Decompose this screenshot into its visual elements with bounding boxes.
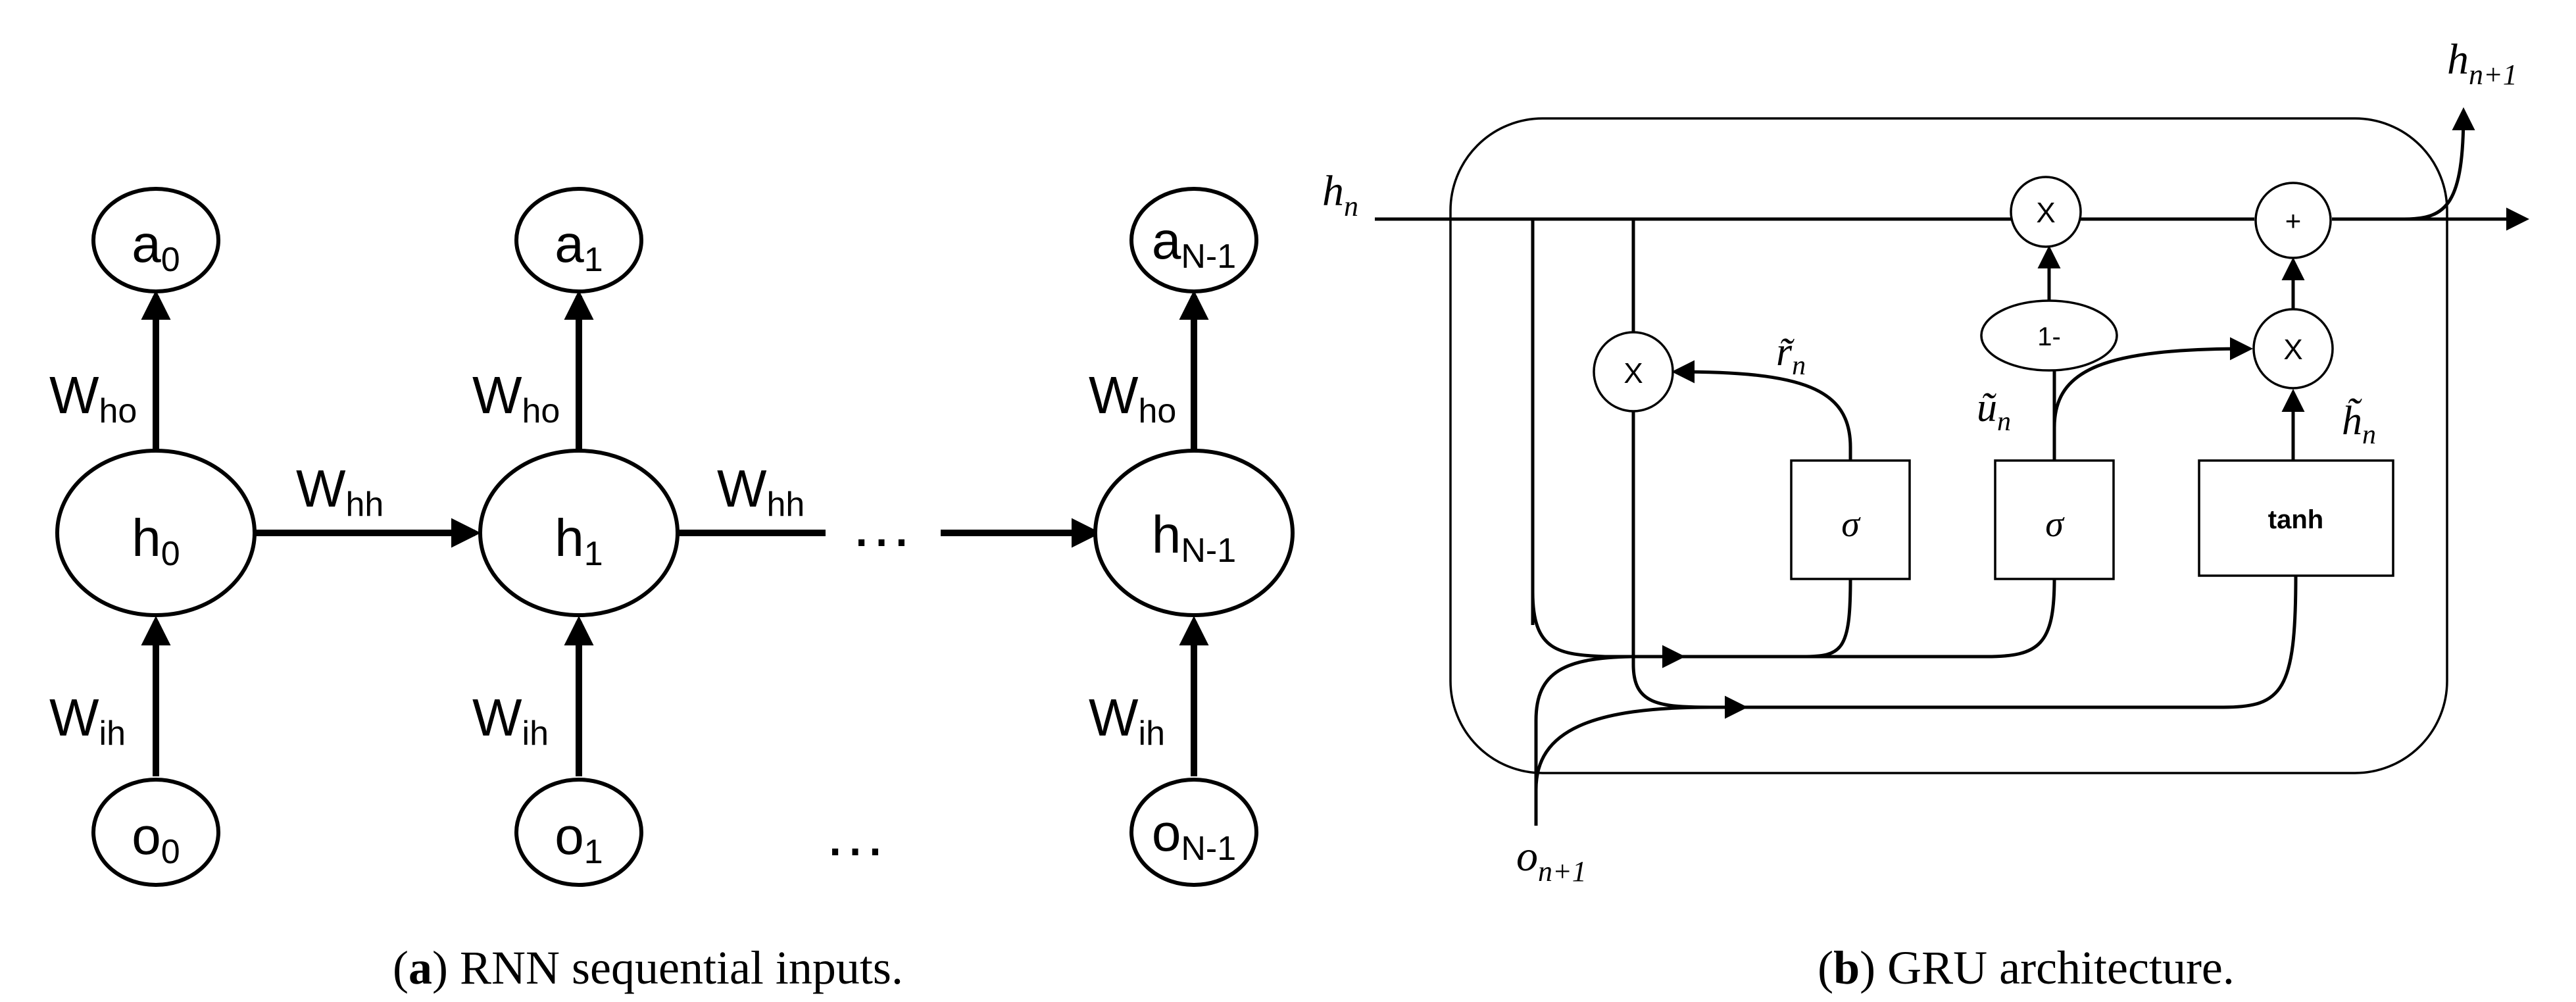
label-un: ũn	[1977, 386, 2011, 437]
update-gate-to-multiply	[2052, 337, 2253, 461]
tanh-label: tanh	[2268, 505, 2323, 534]
input-node-o1	[514, 778, 643, 887]
input-node-o0	[91, 778, 220, 887]
rnn-panel: a0 Who h0 Wih o0 Whh a1 Who h1 Wih o1	[49, 187, 1295, 994]
plus-top-label: +	[2285, 205, 2302, 236]
hidden-label-h1: h1	[555, 509, 603, 573]
output-label-a0: a0	[132, 214, 180, 279]
label-on1: on+1	[1516, 832, 1587, 888]
weight-label-wih-1: Wih	[472, 688, 549, 753]
hidden-label-hN1: hN-1	[1152, 505, 1236, 570]
input-label-o1: o1	[555, 807, 603, 871]
weight-label-who-1: Who	[472, 366, 560, 430]
multiply-right-label: X	[2283, 334, 2302, 366]
input-line-lower	[1534, 705, 1711, 790]
weight-label-whh-1: Whh	[296, 459, 384, 524]
label-rn: r̃n	[1776, 330, 1806, 381]
rnn-cell-0: a0 Who h0 Wih o0	[49, 187, 257, 887]
sigma-box-reset	[1790, 459, 1911, 580]
weight-label-who-N1: Who	[1089, 366, 1176, 430]
output-label-a1: a1	[555, 214, 603, 279]
output-label-aN1: aN-1	[1152, 211, 1236, 276]
hidden-node-h1	[478, 449, 680, 617]
input-label-o0: o0	[132, 807, 180, 871]
rnn-cell-1: a1 Who h1 Wih o1	[472, 187, 680, 887]
weight-label-wih-0: Wih	[49, 688, 126, 753]
weight-label-whh-2: Whh	[717, 459, 805, 524]
ellipsis-bottom: …	[824, 799, 887, 869]
hidden-label-h0: h0	[132, 509, 180, 573]
sum-line-to-sigma-update	[1802, 578, 2056, 659]
multiply-left-label: X	[1623, 357, 1643, 389]
input-label-oN1: oN-1	[1152, 803, 1236, 868]
rnn-cell-n-1: aN-1 Who hN-1 Wih oN-1	[1089, 187, 1295, 887]
caption-b: (b) GRU architecture.	[1818, 941, 2235, 994]
caption-a: (a) RNN sequential inputs.	[393, 941, 903, 994]
one-minus-label: 1-	[2037, 322, 2061, 351]
arrow-to-hn1	[2404, 107, 2475, 221]
gru-cell-boundary	[1449, 117, 2448, 774]
tanh-box	[2198, 459, 2394, 577]
lower-sum-to-tanh	[1743, 575, 2298, 709]
sigma-update-label: σ	[2045, 504, 2065, 545]
label-hn: hn	[1322, 167, 1358, 222]
sigma-reset-label: σ	[1841, 504, 1861, 545]
reset-gate-to-multiply	[1672, 360, 1852, 461]
multiply-top-label: X	[2036, 197, 2055, 229]
gru-panel: hn hn+1 X + 1- X X σ σ t	[1322, 36, 2529, 994]
ellipsis-middle: …	[850, 489, 913, 560]
reset-mult-to-lower-sum	[1631, 664, 1748, 719]
sum-line-to-sigma-reset	[1681, 578, 1852, 659]
weight-label-who-0: Who	[49, 366, 137, 430]
input-line-upper	[1534, 655, 1632, 826]
hidden-node-hN1	[1093, 449, 1295, 617]
hidden-node-h0	[55, 449, 257, 617]
weight-label-wih-N1: Wih	[1089, 688, 1165, 753]
label-htn: h̃n	[2342, 399, 2376, 450]
input-node-oN1	[1129, 778, 1258, 887]
label-hn1: hn+1	[2447, 36, 2517, 91]
hn-branch-to-sum-1	[1531, 591, 1685, 668]
